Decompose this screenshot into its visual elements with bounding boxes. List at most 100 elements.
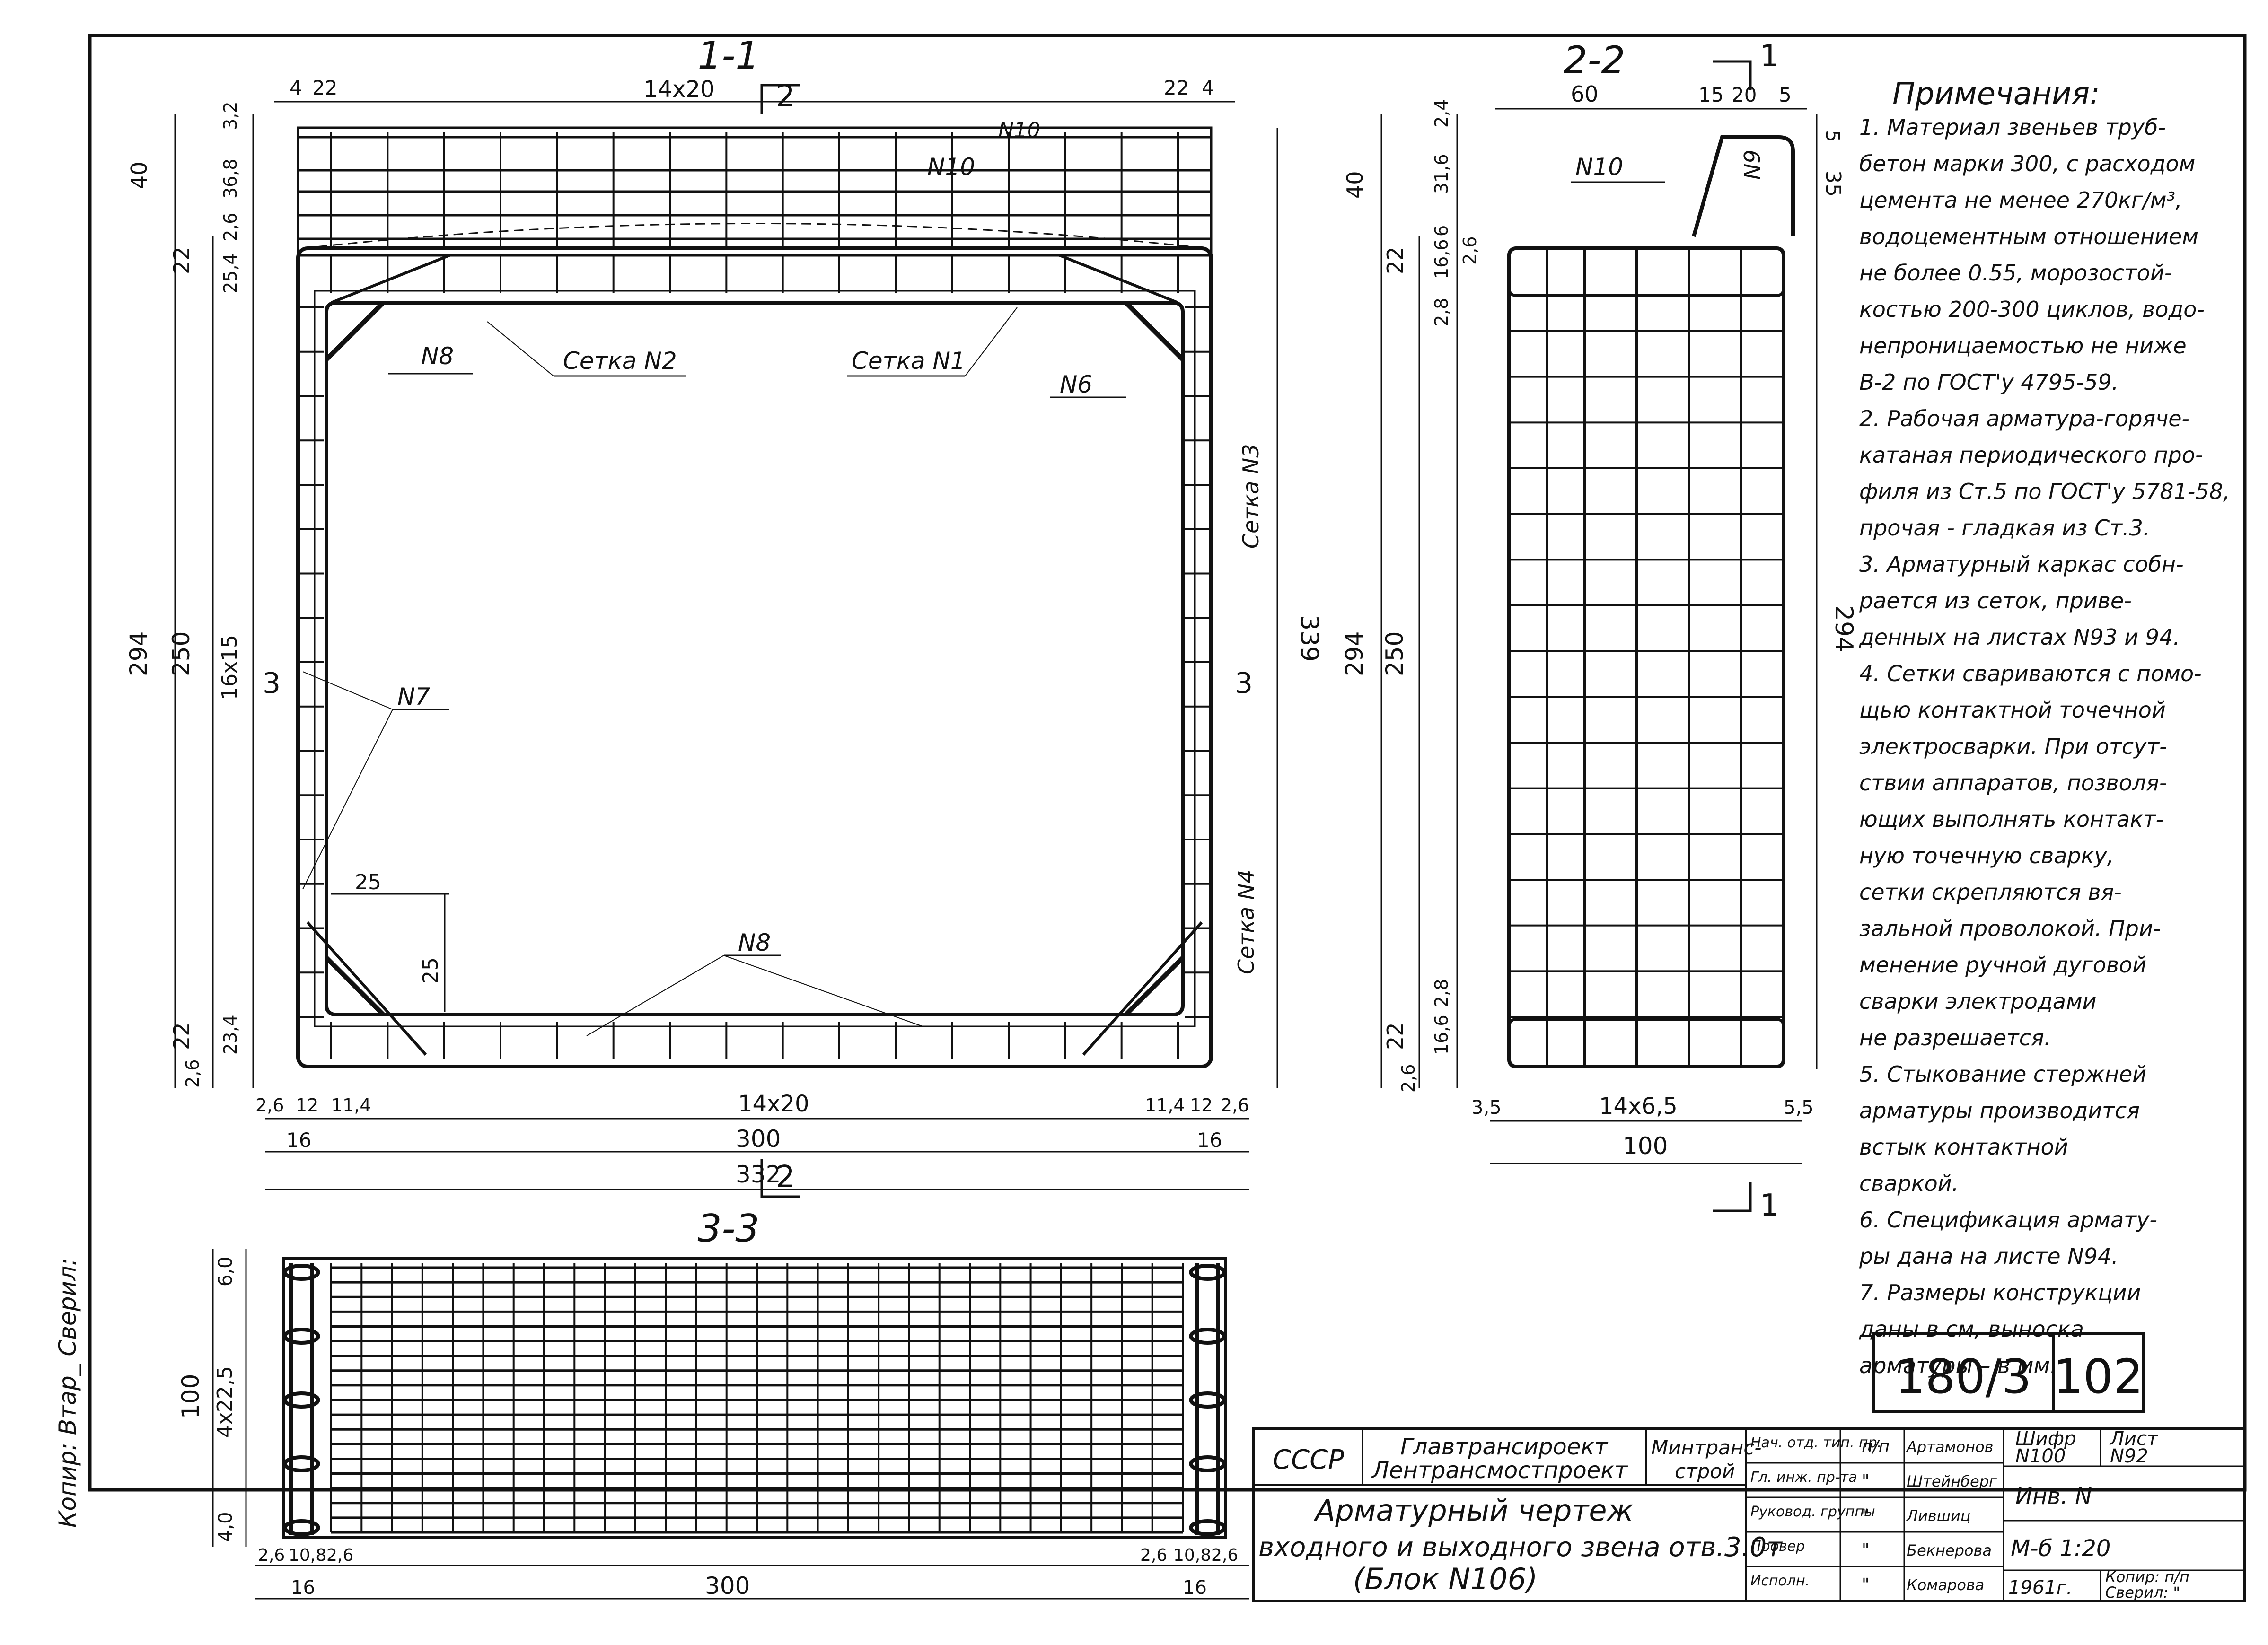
note-line: ющих выполнять контакт- (1859, 806, 2163, 832)
label-n6: N6 (1060, 371, 1092, 398)
note-line: денных на листах N93 и 94. (1859, 624, 2180, 650)
leader-n8b-a (586, 955, 724, 1036)
top-cap (1508, 247, 1785, 297)
label-n10: N10 (1575, 153, 1623, 181)
cut-mark-1-bot: 1 (1760, 1188, 1779, 1223)
note-line: 7. Размеры конструкции (1859, 1280, 2141, 1305)
note-line: катаная периодического про- (1859, 442, 2203, 468)
section-horizontals (1509, 330, 1784, 1018)
dim-v-16x15: 16x15 (218, 635, 242, 700)
end-loop (1189, 1328, 1226, 1345)
notes: Примечания: 1. Материал звеньев труб-бет… (1859, 77, 2230, 1378)
leader-n7-a (302, 671, 393, 710)
note-line: ры дана на листе N94. (1859, 1243, 2119, 1269)
tb-sveril: Сверил: " (2105, 1584, 2180, 1601)
section-title: 1-1 (698, 34, 760, 78)
note-line: рается из сеток, приве- (1859, 588, 2132, 613)
note-line: встык контактной (1859, 1134, 2068, 1160)
end-loop (283, 1264, 320, 1281)
section-verticals (1546, 248, 1742, 1067)
dim-bot-16b: 16 (1197, 1129, 1222, 1152)
end-loop (1189, 1391, 1226, 1409)
title-block: СССР Главтрансироект Лентрансмостпроект … (1252, 1427, 2246, 1602)
dim-left-250: 250 (167, 631, 195, 676)
dim-bot-14x65: 14x6,5 (1599, 1093, 1678, 1120)
tb-role: Нач. отд. тип. пр. (1750, 1435, 1881, 1451)
note-line: щью контактной точечной (1859, 697, 2166, 723)
dim-v-26: 2,6 (220, 213, 241, 241)
dim-left-40: 40 (126, 161, 152, 189)
dim-v-316: 31,6 (1431, 154, 1452, 194)
tb-drawing2: входного и выходного звена отв.3.0т (1258, 1532, 1783, 1563)
note-line: не разрешается. (1859, 1025, 2051, 1050)
dim-v-32: 3,2 (220, 102, 241, 130)
tb-role: Провер (1750, 1538, 1805, 1555)
note-line: непроницаемостью не ниже (1859, 333, 2187, 359)
tb-drawing1: Арматурный чертеж (1313, 1493, 1634, 1528)
dim-bot-26b: 2,6 (1221, 1095, 1249, 1116)
dim-left-26: 2,6 (1398, 1064, 1419, 1093)
dim-bot-12b: 12 (1190, 1095, 1213, 1116)
dim-bot-12: 12 (296, 1095, 318, 1116)
section-2-2: 2-2 1 60 15 20 5 5 35 294 N10 N9 40 22 2… (1341, 38, 1858, 1223)
cut-mark-2-bot: 2 (776, 1160, 795, 1195)
dim-top-15: 15 (1698, 83, 1723, 106)
dim-v-28b: 2,8 (1431, 979, 1452, 1007)
dim-right-339: 339 (1295, 615, 1323, 662)
plan-outline (282, 1257, 1227, 1539)
dim-bot-55: 5,5 (1784, 1097, 1814, 1119)
note-line: 4. Сетки свариваются с помо- (1859, 661, 2202, 686)
dim-bot-26d: 2,6 (1211, 1546, 1238, 1565)
dim-bot-16: 16 (286, 1129, 311, 1152)
dim-left-22: 22 (1382, 246, 1408, 274)
note-line: даны в см, выноска (1859, 1316, 2084, 1342)
dim-bot-114: 11,4 (331, 1095, 371, 1116)
tb-shifr-label: Шифр (2015, 1428, 2076, 1450)
wall-rebar-ticks (300, 306, 1209, 1018)
tb-role: Руковод. группы (1750, 1504, 1875, 1520)
dim-bot-108b: 10,8 (1173, 1546, 1211, 1565)
dim-right-35: 35 (1821, 170, 1845, 197)
note-line: ную точечную сварку, (1859, 843, 2114, 868)
side-stamp: Копир: Втар_ Сверил: (54, 1258, 81, 1528)
dim-bot-16: 16 (291, 1577, 315, 1599)
tb-name: Комарова (1907, 1576, 1984, 1594)
note-line: сварки электродами (1859, 989, 2097, 1014)
note-line: 2. Рабочая арматура-горяче- (1859, 406, 2189, 431)
dim-top-d: 4 (1202, 76, 1214, 99)
note-line: В-2 по ГОСТ'у 4795-59. (1859, 369, 2119, 395)
dim-v-368: 36,8 (220, 158, 241, 199)
tb-scale: М-б 1:20 (2011, 1535, 2110, 1562)
inner-opening (325, 301, 1185, 1016)
dim-top-5: 5 (1779, 83, 1792, 106)
tb-list-val: N92 (2110, 1445, 2148, 1467)
dim-v-166: 16,6 (1431, 239, 1452, 279)
top-slab-mesh (298, 136, 1211, 240)
dim-bot-26: 2,6 (258, 1546, 285, 1565)
leader-setka1-b (965, 307, 1018, 376)
dim-bot-100: 100 (1623, 1132, 1668, 1160)
dim-top-a: 4 (290, 76, 302, 99)
dim-top-60: 60 (1571, 81, 1599, 107)
dim-v-254: 25,4 (220, 253, 241, 293)
dim-v-24: 2,4 (1431, 99, 1452, 128)
leader-n7-b (302, 709, 393, 890)
label-n8a: N8 (421, 342, 454, 370)
sheet-number-box: 180/3 102 (1872, 1332, 2145, 1413)
dim-bot-300: 300 (736, 1125, 781, 1153)
note-line: арматуры – в мм. (1859, 1353, 2057, 1378)
dim-v-166b: 16,6 (1431, 1015, 1452, 1055)
note-line: электросварки. При отсут- (1859, 734, 2167, 759)
tb-ministry1: Минтранс- (1651, 1436, 1762, 1459)
sheet-frame (88, 34, 2247, 1492)
end-loop (1189, 1519, 1226, 1536)
bottom-slab-verticals (330, 1022, 1179, 1059)
tb-mark: " (1862, 1540, 1870, 1560)
leader-n8b-b (723, 955, 923, 1027)
section-1-1: 1-1 (125, 34, 1323, 1198)
tb-inv: Инв. N (2015, 1483, 2092, 1510)
tb-drawing3: (Блок N106) (1353, 1562, 1538, 1596)
dim-top-mid: 14x20 (643, 76, 715, 103)
tb-mark: " (1862, 1575, 1870, 1594)
